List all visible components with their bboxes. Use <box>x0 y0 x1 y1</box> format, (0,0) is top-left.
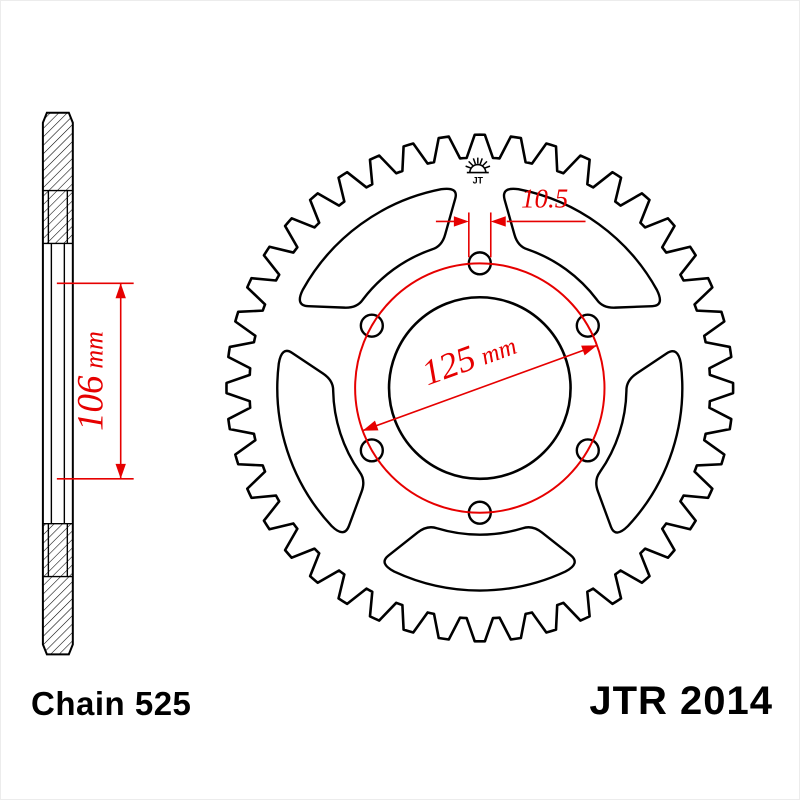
chain-size-label: Chain 525 <box>31 685 192 722</box>
dimension-hole-diameter: 10.5 <box>435 183 586 258</box>
side-section-view <box>41 111 74 656</box>
jt-logo-text: JT <box>473 176 484 186</box>
part-number-label: JTR 2014 <box>589 679 773 723</box>
spoke-cutout <box>502 187 662 309</box>
spoke-cutout <box>298 187 457 309</box>
spoke-cutout <box>383 526 576 592</box>
dimension-offset: 106mm <box>56 282 134 480</box>
jt-sun-logo: JT <box>465 157 491 186</box>
spoke-cutout <box>276 349 365 534</box>
dimension-text: 10.5 <box>521 183 568 213</box>
bolt-circle <box>354 262 606 514</box>
dimension-text: 106mm <box>70 331 111 431</box>
spoke-cutout <box>595 350 684 534</box>
